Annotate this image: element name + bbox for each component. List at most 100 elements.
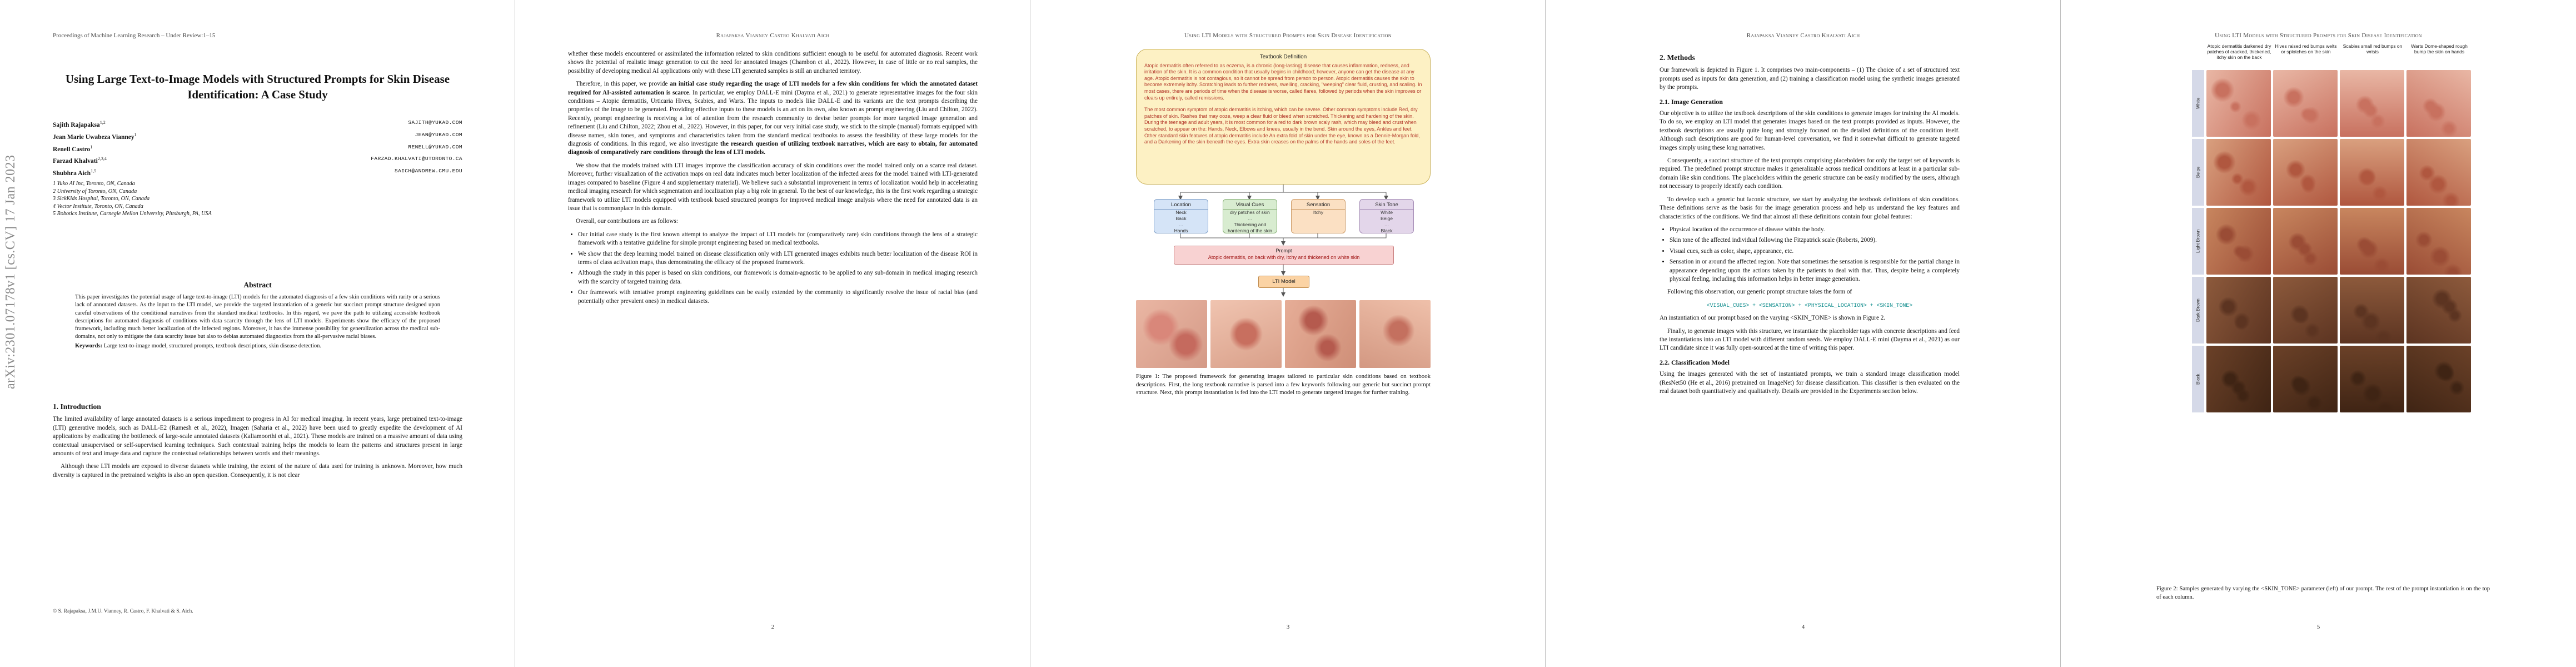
author-name: Farzad Khalvati <box>53 158 98 165</box>
running-header: Rajapaksa Vianney Castro Khalvati Aich <box>1746 32 1860 39</box>
author-email[interactable]: jean@yukad.com <box>415 131 462 138</box>
author-name: Jean Marie Uwabeza Vianney <box>53 133 134 141</box>
author-affiliation-index: 2,3,4 <box>97 156 107 162</box>
generated-skin-image <box>2273 208 2338 275</box>
skin-tone-row-label: Dark Brown <box>2192 277 2204 344</box>
body-paragraph: Therefore, in this paper, we provide an … <box>568 81 978 156</box>
feature-item: Physical location of the occurrence of d… <box>1670 226 1960 234</box>
author-affiliation-index: 1 <box>90 144 93 150</box>
author-email[interactable]: sajith@yukad.com <box>408 120 462 126</box>
author-row: Jean Marie Uwabeza Vianney1jean@yukad.co… <box>53 130 462 142</box>
page-3: Using LTI Models with Structured Prompts… <box>1030 0 1546 667</box>
keyword-box-title: Sensation <box>1292 200 1345 210</box>
proceedings-header: Proceedings of Machine Learning Research… <box>53 32 216 39</box>
generated-skin-image <box>2273 277 2338 344</box>
abstract-text: This paper investigates the potential us… <box>75 294 440 340</box>
body-paragraph: An instantiation of our prompt based on … <box>1660 315 1886 322</box>
keyword-value: Thickening and hardening of the skin <box>1228 222 1272 233</box>
generated-skin-image <box>2206 277 2271 344</box>
textbook-title: Textbook Definition <box>1259 54 1307 60</box>
body-paragraph: To develop such a generic but laconic st… <box>1660 196 1960 220</box>
generated-skin-image <box>2206 346 2271 412</box>
body-paragraph: Using the images generated with the set … <box>1660 371 1960 395</box>
page-number: 4 <box>1801 624 1805 630</box>
intro-paragraph: Although these LTI models are exposed to… <box>53 463 462 479</box>
author-row: Farzad Khalvati2,3,4 farzad.khalvati@utor… <box>53 154 462 166</box>
skin-tone-row-label: Beige <box>2192 139 2204 206</box>
paper-title: Using Large Text-to-Image Models with St… <box>65 72 450 101</box>
keyword-value: … <box>1178 222 1184 227</box>
body-paragraph: Following this observation, our generic … <box>1667 288 1852 296</box>
generated-skin-image <box>2273 70 2338 137</box>
author-affiliation-index: 1,5 <box>91 168 97 174</box>
grid-column-header: Hives raised red bumps welts or splotche… <box>2275 43 2337 54</box>
generated-skin-image <box>2340 70 2404 137</box>
feature-item: Skin tone of the affected individual fol… <box>1670 236 1960 245</box>
grid-column-header: Warts Dome-shaped rough bump the skin on… <box>2411 43 2468 54</box>
generated-skin-image <box>2406 277 2471 344</box>
keyword-value: Neck <box>1175 210 1187 215</box>
body-paragraph: Our framework is depicted in Figure 1. I… <box>1660 67 1960 91</box>
author-email[interactable]: saich@andrew.cmu.edu <box>394 168 462 175</box>
generated-skin-image <box>2273 346 2338 412</box>
textbook-paragraph: The most common symptom of atopic dermat… <box>1144 107 1420 145</box>
grid-column-header: Atopic dermatitis darkened dry patches o… <box>2207 43 2271 60</box>
generated-skin-image <box>1359 300 1431 368</box>
keyword-box-title: Location <box>1154 200 1208 210</box>
figure-1-caption: Figure 1: The proposed framework for gen… <box>1136 373 1431 396</box>
grid-column-header: Scabies small red bumps on wrists <box>2343 43 2403 54</box>
page-5: Using LTI Models with Structured Prompts… <box>2061 0 2576 667</box>
contribution-item: Our initial case study is the first know… <box>578 231 978 248</box>
generated-skin-image <box>2273 139 2338 206</box>
generated-skin-image <box>2406 346 2471 412</box>
running-header: Using LTI Models with Structured Prompts… <box>2215 32 2422 39</box>
page-number: 2 <box>771 624 775 630</box>
keyword-value: White <box>1381 210 1393 215</box>
body-paragraph: whether these models encountered or assi… <box>568 51 978 74</box>
body-paragraph: Overall, our contributions are as follow… <box>576 218 678 225</box>
skin-tone-row-label: White <box>2192 70 2204 137</box>
keyword-value: dry patches of skin <box>1230 210 1270 215</box>
keyword-value: Beige <box>1381 216 1393 221</box>
keyword-box-title: Skin Tone <box>1360 200 1413 210</box>
figure-2-caption: Figure 2: Samples generated by varying t… <box>2156 586 2490 600</box>
keywords: Large text-to-image model, structured pr… <box>103 342 322 349</box>
classification-heading: 2.2. Classification Model <box>1660 358 1730 366</box>
author-name: Shubhra Aich <box>53 170 91 177</box>
affiliation: 4 Vector Institute, Toronto, ON, Canada <box>53 203 143 210</box>
keyword-value: Black <box>1381 228 1393 233</box>
skin-tone-row-label: Light Brown <box>2192 208 2204 275</box>
author-name: Renell Castro <box>53 146 91 153</box>
keyword-value: … <box>1247 216 1253 221</box>
page-number: 3 <box>1286 624 1290 630</box>
body-paragraph: Our objective is to utilize the textbook… <box>1660 110 1960 151</box>
running-header: Using LTI Models with Structured Prompts… <box>1184 32 1392 39</box>
arxiv-stamp: arXiv:2301.07178v1 [cs.CV] 17 Jan 2023 <box>3 155 18 389</box>
lti-model-label: LTI Model <box>1272 278 1296 285</box>
generated-skin-image <box>2406 208 2471 275</box>
author-row: Sajith Rajapaksa1,2sajith@yukad.com <box>53 118 462 130</box>
contribution-item: We show that the deep learning model tra… <box>578 250 978 267</box>
keyword-value: … <box>1384 222 1389 227</box>
prompt-text: Atopic dermatitis, on back with dry, itc… <box>1208 255 1360 260</box>
affiliation: 5 Robotics Institute, Carnegie Mellon Un… <box>53 211 212 217</box>
contribution-item: Although the study in this paper is base… <box>578 269 978 286</box>
page-number: 5 <box>2316 624 2320 630</box>
keyword-value: Hands <box>1174 228 1188 233</box>
intro-heading: 1. Introduction <box>53 402 101 411</box>
body-paragraph: We show that the models trained with LTI… <box>568 162 978 212</box>
feature-item: Visual cues, such as color, shape, appea… <box>1670 247 1960 256</box>
prompt-label: Prompt <box>1275 248 1292 253</box>
contributions-list: Our initial case study is the first know… <box>568 231 978 306</box>
author-email[interactable]: farzad.khalvati@utoronto.ca <box>371 156 462 162</box>
textbook-definition-box: Textbook Definition Atopic dermatitis of… <box>1136 49 1431 185</box>
author-email[interactable]: renell@yukad.com <box>408 143 462 150</box>
features-list: Physical location of the occurrence of d… <box>1660 226 1960 283</box>
keyword-value: Back <box>1175 216 1187 221</box>
generated-skin-image <box>2340 139 2404 206</box>
author-name: Sajith Rajapaksa <box>53 121 100 128</box>
generated-skin-image <box>1210 300 1282 368</box>
page-4: Rajapaksa Vianney Castro Khalvati Aich 2… <box>1546 0 2061 667</box>
